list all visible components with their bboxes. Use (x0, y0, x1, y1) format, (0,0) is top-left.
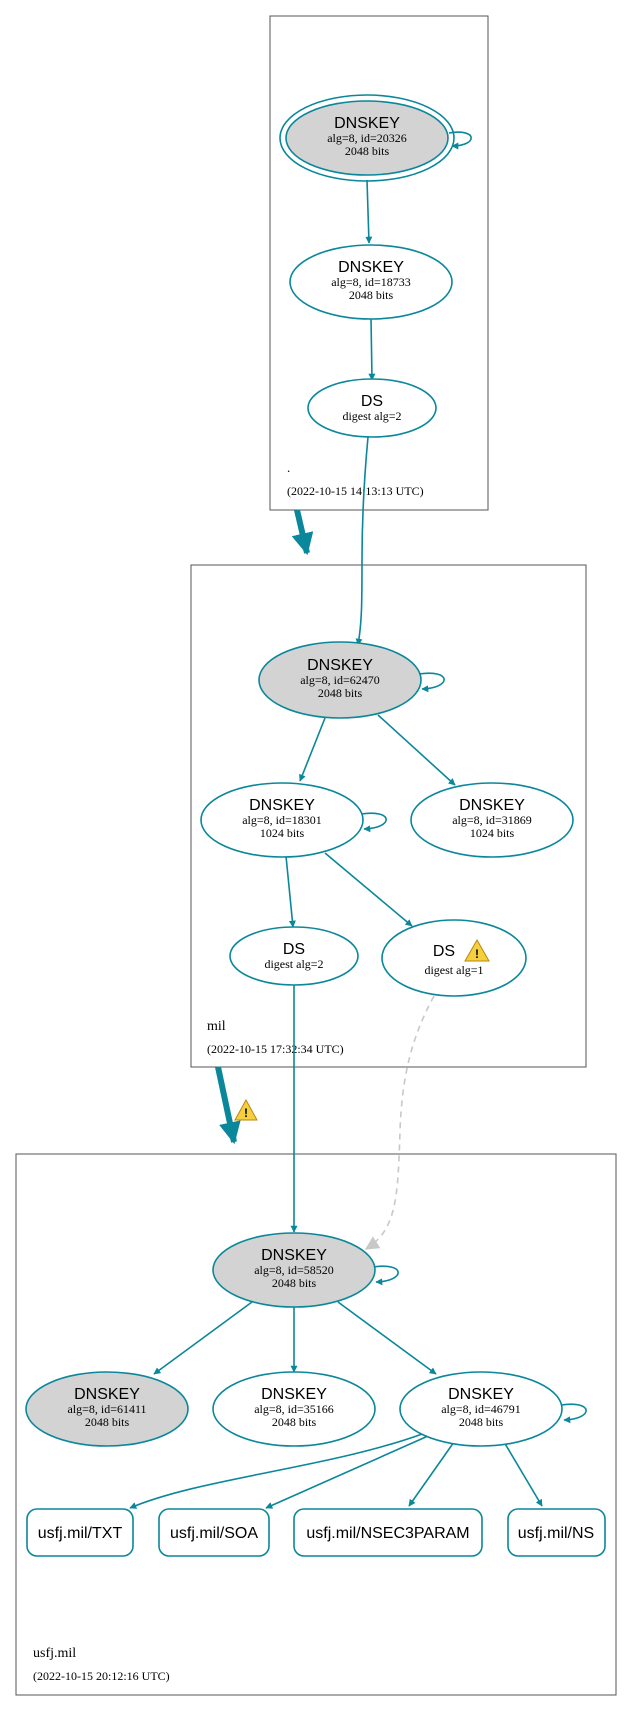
rrset-soa[interactable]: usfj.mil/SOA (158, 1508, 270, 1557)
node-usfj-k2-line2: 2048 bits (272, 1415, 317, 1429)
node-usfj-key-35166[interactable]: DNSKEY alg=8, id=35166 2048 bits (212, 1371, 376, 1447)
edge-k3-ns (503, 1441, 543, 1507)
node-mil-zsk1-line2: 1024 bits (260, 826, 305, 840)
edge-root-ksk-self (448, 131, 472, 150)
node-usfj-k3-line1: alg=8, id=46791 (441, 1402, 521, 1416)
edge-root-ksk-zsk (365, 179, 373, 244)
node-usfj-ksk-line1: alg=8, id=58520 (254, 1263, 334, 1277)
edge-usfj-ksk-k1 (153, 1301, 253, 1375)
node-mil-zsk2-title: DNSKEY (459, 797, 525, 814)
node-mil-ksk-title: DNSKEY (307, 657, 373, 674)
delegation-mil-to-usfj (215, 1066, 241, 1145)
edge-mil-zsk1-ds1 (324, 852, 413, 927)
node-root-zsk-line1: alg=8, id=18733 (331, 275, 411, 289)
node-mil-ksk[interactable]: DNSKEY alg=8, id=62470 2048 bits (258, 641, 422, 719)
zone-mil-name: mil (207, 1019, 226, 1034)
node-usfj-ksk[interactable]: DNSKEY alg=8, id=58520 2048 bits (212, 1232, 376, 1308)
delegation-warning-icon: ! (234, 1098, 258, 1121)
node-root-zsk-line2: 2048 bits (349, 288, 394, 302)
node-usfj-k1-line1: alg=8, id=61411 (67, 1402, 146, 1416)
rrset-ns[interactable]: usfj.mil/NS (507, 1508, 606, 1557)
zone-root-timestamp: (2022-10-15 14:13:13 UTC) (287, 484, 424, 498)
edge-usfj-ksk-self (372, 1265, 399, 1286)
zone-usfj: usfj.mil (2022-10-15 20:12:16 UTC) (15, 1153, 617, 1696)
edge-k3-nsec3param (408, 1441, 455, 1507)
zone-usfj-name: usfj.mil (33, 1646, 76, 1661)
edge-mil-ksk-zsk1 (299, 717, 326, 782)
node-mil-zsk1-line1: alg=8, id=18301 (242, 813, 322, 827)
zone-root-box (269, 15, 489, 511)
zone-mil: mil (2022-10-15 17:32:34 UTC) (190, 564, 587, 1068)
node-mil-ds1-title: DS (433, 943, 455, 960)
node-root-zsk[interactable]: DNSKEY alg=8, id=18733 2048 bits (289, 244, 453, 320)
rrset-txt-label: usfj.mil/TXT (38, 1525, 123, 1542)
node-mil-ksk-line2: 2048 bits (318, 686, 363, 700)
svg-text:!: ! (475, 947, 479, 961)
edge-mil-ksk-zsk2 (377, 714, 456, 786)
zone-mil-box (190, 564, 587, 1068)
edge-usfj-ksk-k3 (337, 1301, 437, 1375)
node-mil-ds2-line1: digest alg=2 (264, 957, 323, 971)
node-usfj-ksk-title: DNSKEY (261, 1247, 327, 1264)
node-root-ksk[interactable]: DNSKEY alg=8, id=20326 2048 bits (279, 94, 455, 182)
delegation-edges: ! (215, 509, 314, 1145)
node-root-zsk-title: DNSKEY (338, 259, 404, 276)
edge-root-zsk-ds (368, 317, 376, 381)
node-root-ds-line1: digest alg=2 (342, 409, 401, 423)
node-usfj-k2-title: DNSKEY (261, 1386, 327, 1403)
svg-text:!: ! (244, 1106, 248, 1120)
node-usfj-k2-line1: alg=8, id=35166 (254, 1402, 334, 1416)
node-usfj-ksk-line2: 2048 bits (272, 1276, 317, 1290)
zone-usfj-timestamp: (2022-10-15 20:12:16 UTC) (33, 1669, 170, 1683)
edge-k3-txt (129, 1432, 426, 1509)
node-mil-ds1-line1: digest alg=1 (424, 963, 483, 977)
node-root-ds-title: DS (361, 393, 383, 410)
zone-root: . (2022-10-15 14:13:13 UTC) (269, 15, 489, 511)
rrset-ns-label: usfj.mil/NS (518, 1525, 594, 1542)
node-mil-ds-alg2[interactable]: DS digest alg=2 (229, 926, 359, 986)
rrset-nsec3param-label: usfj.mil/NSEC3PARAM (306, 1525, 469, 1542)
edge-mil-ds1-usfj-ksk-insecure (364, 995, 435, 1250)
node-root-ksk-title: DNSKEY (334, 115, 400, 132)
node-root-ksk-line2: 2048 bits (345, 144, 390, 158)
node-usfj-key-46791[interactable]: DNSKEY alg=8, id=46791 2048 bits (399, 1371, 563, 1447)
rrset-soa-label: usfj.mil/SOA (170, 1525, 258, 1542)
node-usfj-k1-line2: 2048 bits (85, 1415, 130, 1429)
zone-root-name: . (287, 460, 290, 475)
node-usfj-key-61411[interactable]: DNSKEY alg=8, id=61411 2048 bits (25, 1371, 189, 1447)
node-mil-zsk2-line1: alg=8, id=31869 (452, 813, 532, 827)
edge-usfj-k3-self (560, 1403, 587, 1424)
edge-mil-zsk1-ds2 (285, 855, 296, 928)
node-mil-ds1-warning-icon: ! (464, 938, 490, 962)
node-mil-zsk2-line2: 1024 bits (470, 826, 515, 840)
edge-k3-soa (265, 1435, 429, 1509)
node-root-ds[interactable]: DS digest alg=2 (307, 378, 437, 438)
node-root-ksk-line1: alg=8, id=20326 (327, 131, 407, 145)
node-mil-ksk-line1: alg=8, id=62470 (300, 673, 380, 687)
node-usfj-k1-title: DNSKEY (74, 1386, 140, 1403)
node-usfj-k3-line2: 2048 bits (459, 1415, 504, 1429)
rrset-nsec3param[interactable]: usfj.mil/NSEC3PARAM (293, 1508, 483, 1557)
edge-mil-zsk1-self (360, 812, 387, 833)
edge-root-ds-mil-ksk (355, 436, 369, 646)
zone-mil-timestamp: (2022-10-15 17:32:34 UTC) (207, 1042, 344, 1056)
node-usfj-k3-title: DNSKEY (448, 1386, 514, 1403)
edge-mil-ksk-self (418, 672, 445, 693)
rrset-txt[interactable]: usfj.mil/TXT (26, 1508, 134, 1557)
edges (129, 131, 587, 1509)
zone-usfj-box (15, 1153, 617, 1696)
node-mil-ds-alg1[interactable]: DS ! digest alg=1 (381, 919, 527, 997)
node-mil-ds2-title: DS (283, 941, 305, 958)
node-mil-zsk-18301[interactable]: DNSKEY alg=8, id=18301 1024 bits (200, 782, 364, 858)
node-mil-zsk1-title: DNSKEY (249, 797, 315, 814)
node-mil-zsk-31869[interactable]: DNSKEY alg=8, id=31869 1024 bits (410, 782, 574, 858)
delegation-root-to-mil (291, 509, 314, 556)
